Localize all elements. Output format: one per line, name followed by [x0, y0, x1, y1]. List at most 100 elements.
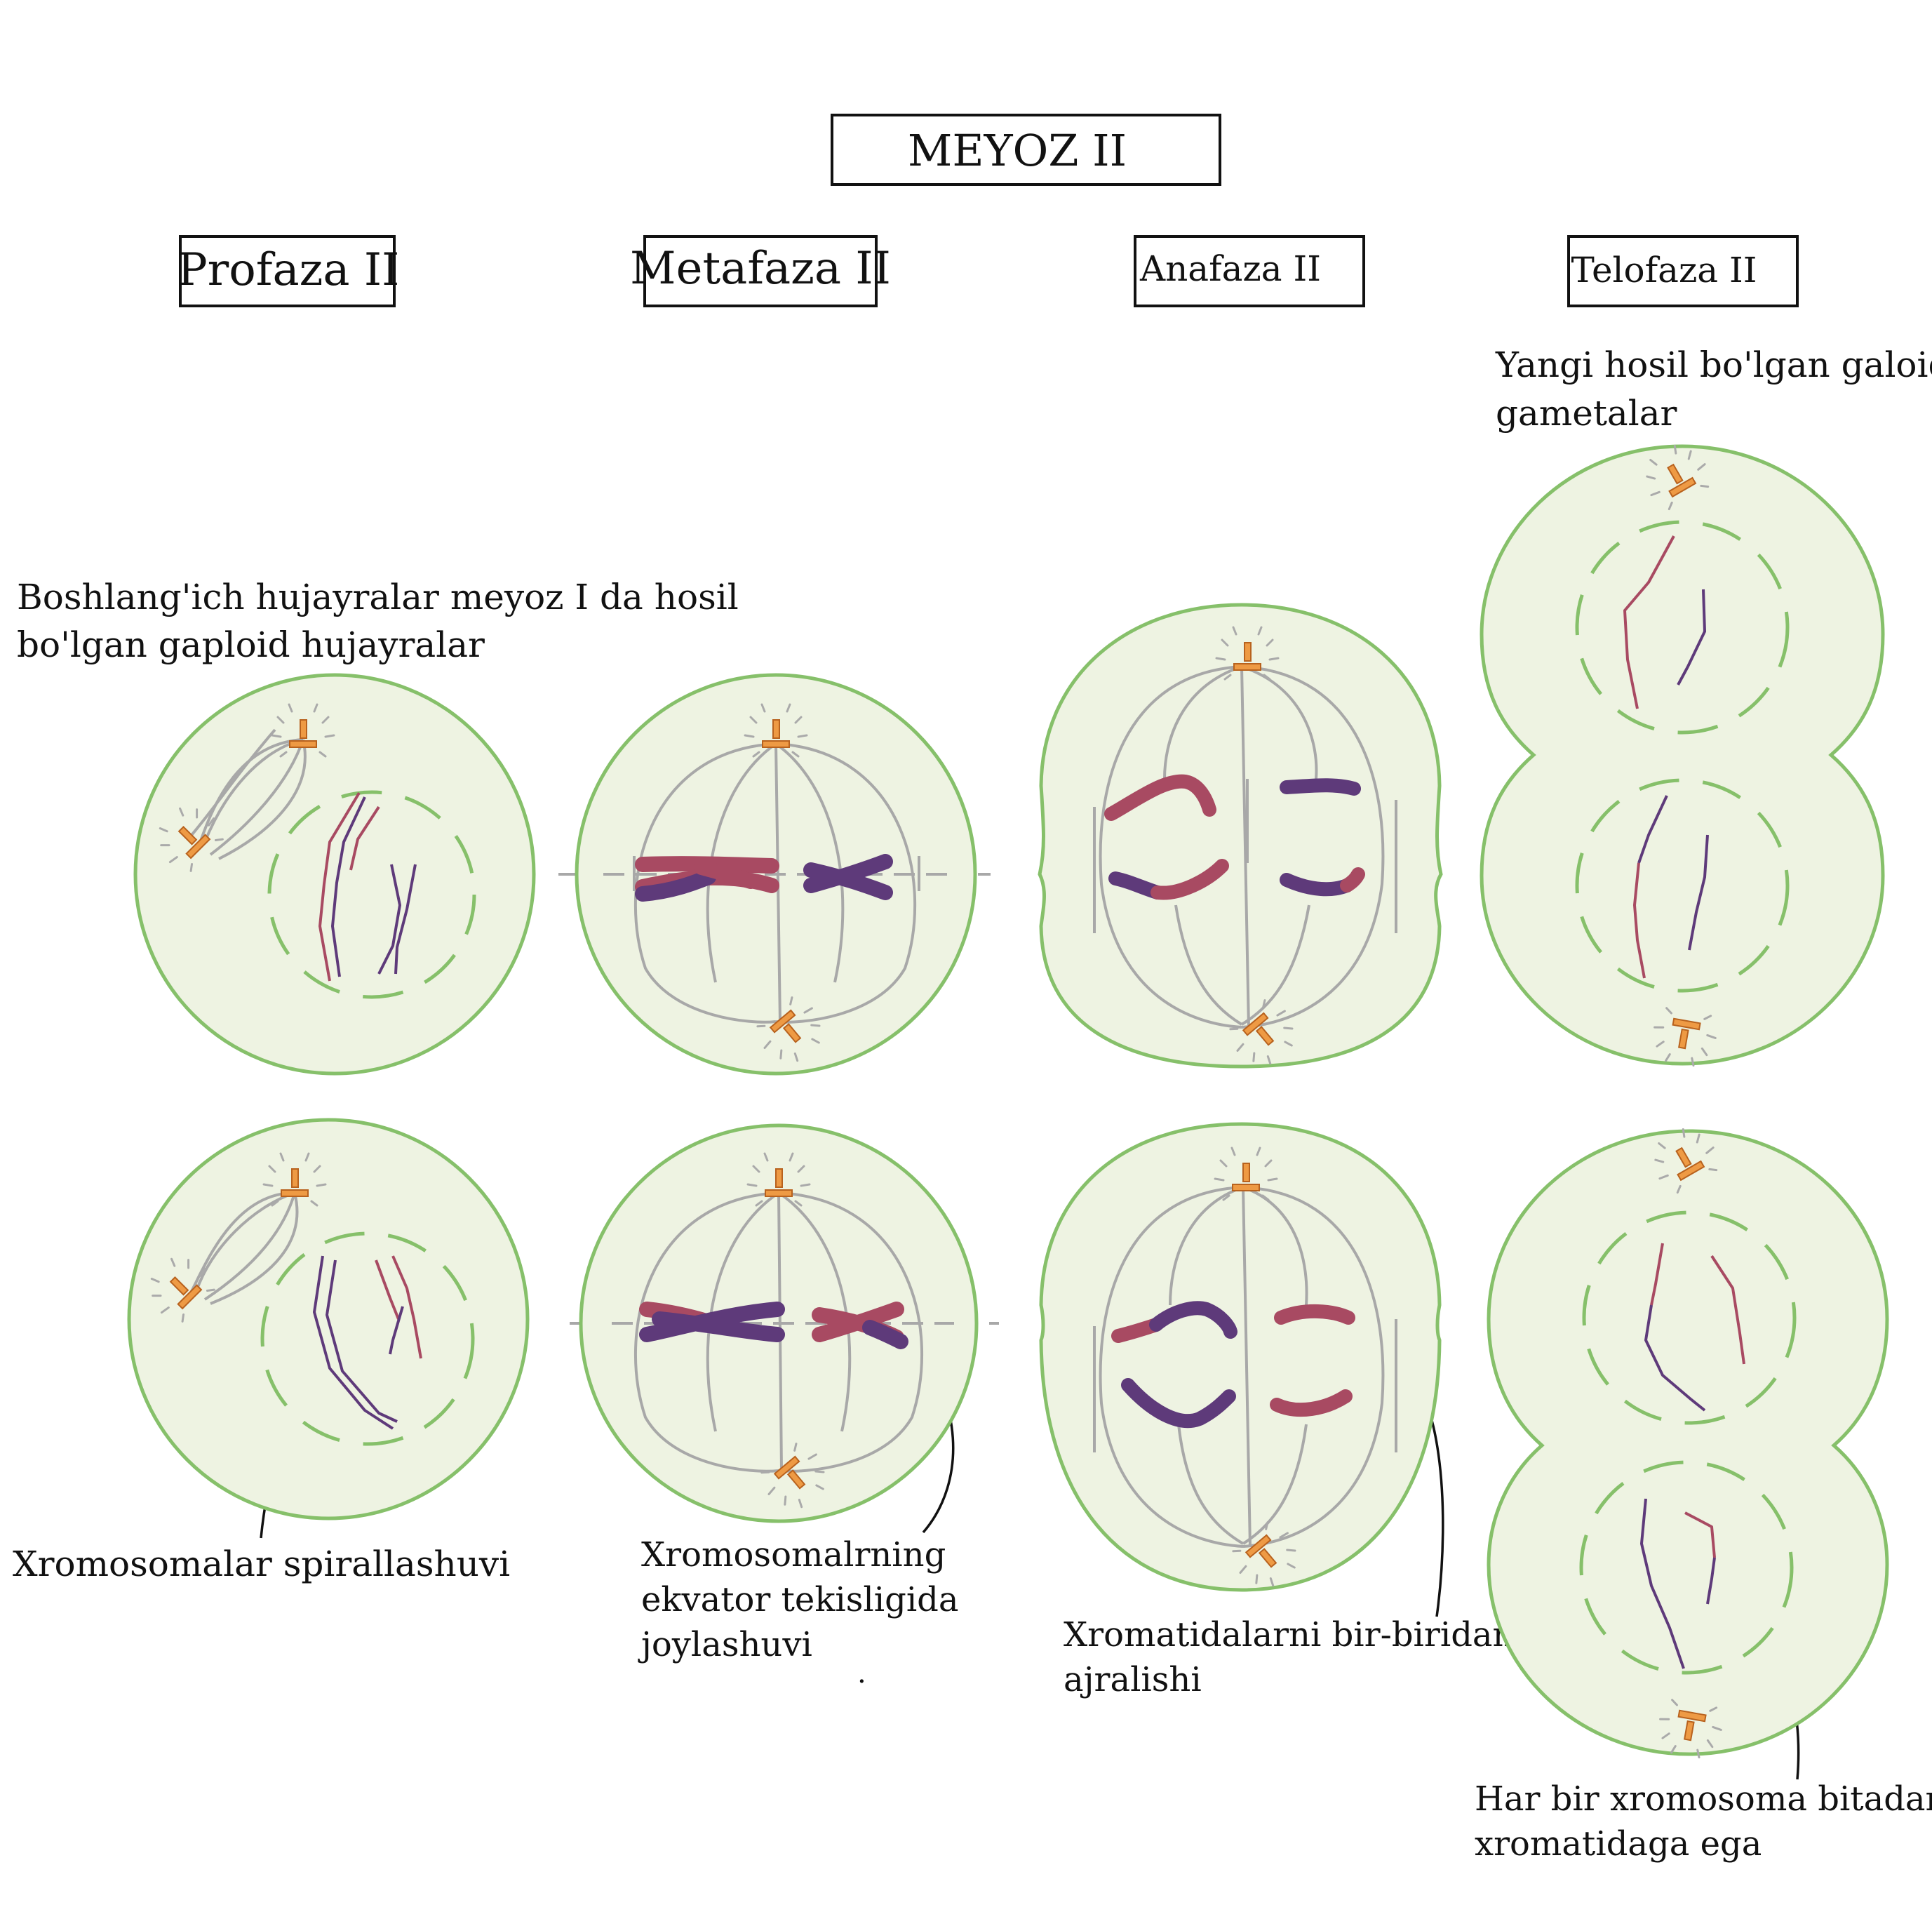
annotation-equator: Xromosomalrning ekvator tekisligida joyl… — [638, 1535, 970, 1664]
chromosomes — [1640, 1243, 1745, 1669]
phase-header-box — [179, 235, 396, 307]
spindle — [1093, 1186, 1397, 1548]
chromosome — [1633, 862, 1646, 979]
chromosome — [349, 805, 380, 871]
chromatid — [1270, 1389, 1353, 1417]
chromosome — [331, 796, 366, 977]
chromatid — [1151, 859, 1229, 900]
chromosome — [1623, 535, 1675, 709]
phase-header-box — [643, 235, 878, 307]
chromatid — [1149, 1301, 1237, 1339]
annotation-line: gametalar — [1496, 393, 1677, 434]
annotation-line: Har bir xromosoma bitadan — [1475, 1779, 1932, 1819]
nuclear-envelope — [267, 790, 476, 999]
main-title-text: MEYOZ II — [908, 125, 1127, 176]
nuclear-envelope — [1579, 1460, 1794, 1675]
chromatid — [812, 1302, 904, 1342]
annotation-single-chromatid: Har bir xromosoma bitadan xromatidaga eg… — [1475, 1779, 1932, 1864]
annotation-separation: Xromatidalarni bir-biridan ajralishi — [1064, 1615, 1525, 1699]
phase-header-prophase: Profaza II — [177, 235, 400, 307]
spindle — [187, 728, 307, 860]
cell-metaphase-bottom — [570, 1123, 999, 1523]
chromosome — [1688, 834, 1709, 951]
annotation-line: Yangi hosil bo'lgan galoid — [1495, 345, 1932, 385]
chromosome — [394, 864, 417, 975]
cell-membrane — [1039, 1122, 1442, 1592]
chromosomes — [639, 1302, 908, 1349]
chromosome — [326, 1259, 398, 1423]
cell-telophase-bottom — [1487, 1120, 1889, 1762]
annotation-line: joylashuvi — [638, 1625, 812, 1664]
annotation-line: xromatidaga ega — [1475, 1824, 1762, 1864]
chromosome — [313, 1255, 394, 1430]
main-title-box — [831, 114, 1221, 186]
chromosomes — [1111, 1301, 1355, 1429]
phase-header-label: Profaza II — [177, 244, 400, 296]
annotation-line: ekvator tekisligida — [641, 1580, 959, 1619]
annotation-line: Boshlang'ich hujayralar meyoz I da hosil — [17, 577, 739, 617]
annotation-gametes: Yangi hosil bo'lgan galoid gametalar — [1495, 345, 1932, 434]
cell-membrane — [1038, 603, 1443, 1069]
chromatid — [635, 869, 716, 902]
chromosome — [391, 1255, 422, 1359]
annotation-line: Xromosomalrning — [641, 1535, 946, 1575]
chromosome — [1644, 1304, 1706, 1412]
chromosomes — [318, 791, 417, 982]
spindle — [188, 1191, 299, 1305]
nuclear-envelope — [260, 1231, 475, 1446]
phase-header-metaphase: Metafaza II — [630, 235, 891, 307]
cell-anaphase-top — [1038, 603, 1443, 1076]
phase-header-label: Anafaza II — [1139, 248, 1321, 289]
annotation-initial-cells: Boshlang'ich hujayralar meyoz I da hosil… — [17, 577, 750, 665]
chromatid — [1104, 774, 1216, 821]
chromatid — [803, 854, 893, 893]
chromosome — [318, 791, 361, 982]
chromosome — [377, 864, 401, 975]
chromosome — [1677, 589, 1706, 686]
nuclear-envelope — [1582, 1210, 1797, 1425]
cell-membrane — [1480, 444, 1885, 1066]
chromosomes — [1623, 535, 1709, 979]
annotation-line: Xromatidalarni bir-biridan — [1064, 1615, 1514, 1654]
nuclear-envelope — [1575, 520, 1790, 735]
annotation-line: Xromosomalar spirallashuvi — [13, 1544, 510, 1584]
chromosome — [389, 1306, 404, 1355]
cell-prophase-bottom — [127, 1118, 530, 1520]
stray-dot: . — [857, 1657, 866, 1690]
annotation-line: ajralishi — [1064, 1660, 1202, 1699]
phase-header-box — [1567, 235, 1799, 307]
nuclear-envelope — [1575, 778, 1790, 993]
chromosome — [1640, 1498, 1685, 1669]
cell-prophase-top — [133, 673, 536, 1076]
phase-header-label: Telofaza II — [1571, 250, 1757, 290]
chromatid — [694, 860, 758, 889]
chromatid — [862, 1320, 908, 1349]
phase-header-telophase: Telofaza II — [1567, 235, 1799, 307]
annotation-spiral: Xromosomalar spirallashuvi — [13, 1544, 510, 1584]
chromosome — [375, 1259, 400, 1320]
annotation-line: bo'lgan gaploid hujayralar — [17, 624, 485, 665]
chromosomes — [1104, 774, 1365, 900]
chromosome — [1710, 1255, 1745, 1365]
cell-anaphase-bottom — [1039, 1122, 1442, 1598]
cell-metaphase-top — [558, 673, 991, 1076]
chromatid — [1121, 1378, 1236, 1429]
chromosome — [1706, 1557, 1716, 1605]
chromatid — [652, 1311, 785, 1342]
phase-header-anaphase: Anafaza II — [1134, 235, 1365, 307]
cell-telophase-top — [1480, 436, 1885, 1070]
cell-membrane — [1487, 1129, 1889, 1756]
phase-header-box — [1134, 235, 1365, 307]
chromatid — [1274, 1304, 1355, 1325]
chromosome — [1684, 1511, 1716, 1558]
chromosome — [1650, 1243, 1664, 1306]
spindle — [1093, 665, 1397, 1029]
chromosomes — [635, 854, 893, 902]
main-title: MEYOZ II — [831, 114, 1221, 186]
phase-header-label: Metafaza II — [630, 243, 891, 295]
chromosomes — [313, 1255, 422, 1430]
chromatid — [1280, 778, 1361, 796]
chromosome — [1637, 795, 1668, 864]
chromatid — [1340, 867, 1365, 893]
